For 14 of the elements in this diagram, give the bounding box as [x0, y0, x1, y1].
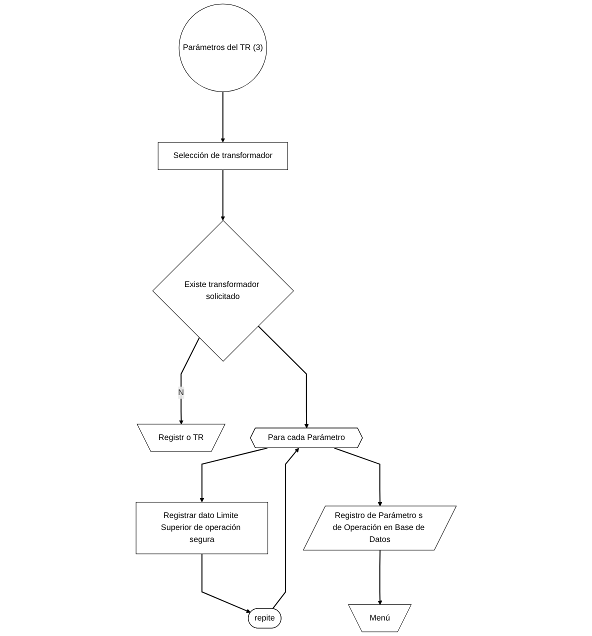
- arrow: [272, 448, 299, 609]
- arrow: [258, 326, 309, 428]
- arrow: [220, 170, 225, 221]
- node-diamond: Existe transformador solicitado: [152, 220, 294, 362]
- node-circle: Parámetros del TR (3): [178, 4, 267, 92]
- arrow: [201, 554, 251, 613]
- arrow: [378, 550, 382, 606]
- arrow: [220, 92, 225, 143]
- arrow: [178, 338, 200, 425]
- edge-label: N: [178, 388, 184, 397]
- node-box: Registrar dato Limite Superior de operación segura: [136, 502, 268, 554]
- arrow: [334, 448, 382, 506]
- node-box: Selección de transformador: [158, 142, 288, 170]
- arrow: [200, 447, 268, 502]
